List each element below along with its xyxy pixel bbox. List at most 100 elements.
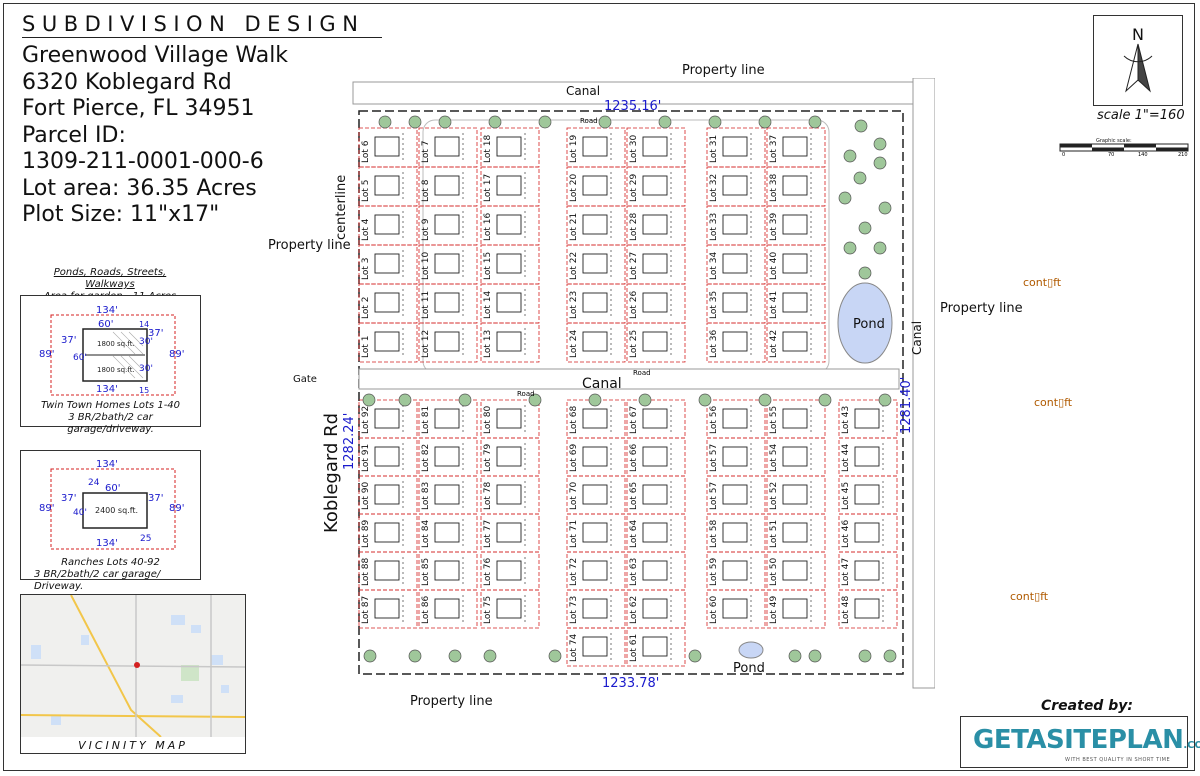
driveway-dot: [610, 486, 612, 488]
lot-parcel[interactable]: [480, 127, 540, 168]
lower-pond: [738, 641, 764, 659]
road-label-top: Road: [580, 117, 598, 125]
house-footprint: [434, 214, 460, 235]
driveway-dot: [462, 309, 464, 311]
lot-parcel[interactable]: [480, 244, 540, 285]
rd-depth: 40': [73, 508, 87, 518]
driveway-dot: [462, 314, 464, 316]
house-footprint: [642, 484, 668, 505]
property-line-left: Property line: [268, 238, 351, 253]
lot-parcel[interactable]: [418, 127, 478, 168]
lot-parcel[interactable]: [418, 205, 478, 246]
lot-parcel[interactable]: [766, 283, 826, 324]
contour-label-1: cont▯ft: [1023, 276, 1062, 289]
lot-parcel[interactable]: [566, 127, 626, 168]
graphic-scale-label: Graphic scale:: [1096, 138, 1132, 144]
lot-label: Lot 37: [769, 135, 779, 163]
driveway-dot: [524, 415, 526, 417]
driveway-dot: [810, 453, 812, 455]
house-footprint: [642, 598, 668, 619]
driveway-dot: [810, 486, 812, 488]
gate-label: Gate: [293, 374, 317, 385]
lot-parcel[interactable]: [626, 127, 686, 168]
scale-tick-70: 70: [1108, 152, 1114, 157]
lot-parcel[interactable]: [358, 127, 418, 168]
driveway-dot: [462, 600, 464, 602]
lot-parcel[interactable]: [358, 205, 418, 246]
tree-icon: [378, 115, 392, 129]
lot-label: Lot 68: [569, 406, 579, 434]
driveway-dot: [670, 600, 672, 602]
lot-parcel[interactable]: [706, 283, 766, 324]
lot-parcel[interactable]: [418, 322, 478, 363]
lot-parcel[interactable]: [566, 166, 626, 207]
lot-parcel[interactable]: [706, 127, 766, 168]
lot-parcel[interactable]: [480, 166, 540, 207]
company-logo[interactable]: GETASITEPLAN .COM: [973, 725, 1200, 755]
driveway-dot: [750, 265, 752, 267]
lot-label: Lot 83: [421, 482, 431, 510]
lot-parcel[interactable]: [480, 205, 540, 246]
driveway-dot: [402, 348, 404, 350]
driveway-dot: [670, 216, 672, 218]
lot-parcel[interactable]: [626, 205, 686, 246]
driveway-dot: [610, 143, 612, 145]
lot-parcel[interactable]: [766, 205, 826, 246]
driveway-dot: [810, 182, 812, 184]
driveway-dot: [810, 216, 812, 218]
driveway-dot: [524, 486, 526, 488]
lot-parcel[interactable]: [480, 283, 540, 324]
driveway-dot: [610, 275, 612, 277]
lot-parcel[interactable]: [358, 322, 418, 363]
lot-parcel[interactable]: [706, 205, 766, 246]
driveway-dot: [610, 643, 612, 645]
lot-parcel[interactable]: [706, 166, 766, 207]
driveway-dot: [670, 187, 672, 189]
lot-parcel[interactable]: [626, 166, 686, 207]
lot-parcel[interactable]: [358, 244, 418, 285]
lot-parcel[interactable]: [706, 244, 766, 285]
lot-parcel[interactable]: [358, 166, 418, 207]
lot-parcel[interactable]: [766, 244, 826, 285]
ranch-caption-3: Driveway.: [34, 581, 84, 592]
driveway-dot: [750, 620, 752, 622]
driveway-dot: [524, 567, 526, 569]
lot-label: Lot 14: [483, 291, 493, 319]
drawing-title: SUBDIVISION DESIGN: [22, 14, 382, 38]
lot-parcel[interactable]: [566, 322, 626, 363]
lot-parcel[interactable]: [626, 322, 686, 363]
lot-parcel[interactable]: [418, 244, 478, 285]
house-footprint: [722, 136, 748, 157]
driveway-dot: [810, 275, 812, 277]
driveway-dot: [670, 343, 672, 345]
driveway-dot: [670, 255, 672, 257]
lot-label: Lot 92: [361, 406, 371, 434]
driveway-dot: [524, 294, 526, 296]
lot-parcel[interactable]: [418, 166, 478, 207]
driveway-dot: [670, 148, 672, 150]
lot-parcel[interactable]: [626, 244, 686, 285]
lot-parcel[interactable]: [566, 205, 626, 246]
house-footprint: [782, 292, 808, 313]
house-footprint: [782, 408, 808, 429]
driveway-dot: [750, 314, 752, 316]
driveway-dot: [462, 491, 464, 493]
lot-parcel[interactable]: [566, 244, 626, 285]
lot-label: Lot 45: [841, 482, 851, 510]
lot-parcel[interactable]: [766, 166, 826, 207]
lot-parcel[interactable]: [566, 283, 626, 324]
driveway-dot: [462, 557, 464, 559]
vicinity-map[interactable]: [20, 594, 246, 738]
lot-parcel[interactable]: [766, 322, 826, 363]
lot-parcel[interactable]: [358, 283, 418, 324]
lot-parcel[interactable]: [706, 322, 766, 363]
driveway-dot: [670, 304, 672, 306]
lot-parcel[interactable]: [766, 127, 826, 168]
driveway-dot: [750, 148, 752, 150]
driveway-dot: [670, 577, 672, 579]
lot-parcel[interactable]: [626, 283, 686, 324]
lot-parcel[interactable]: [480, 322, 540, 363]
driveway-dot: [610, 187, 612, 189]
lot-parcel[interactable]: [418, 283, 478, 324]
